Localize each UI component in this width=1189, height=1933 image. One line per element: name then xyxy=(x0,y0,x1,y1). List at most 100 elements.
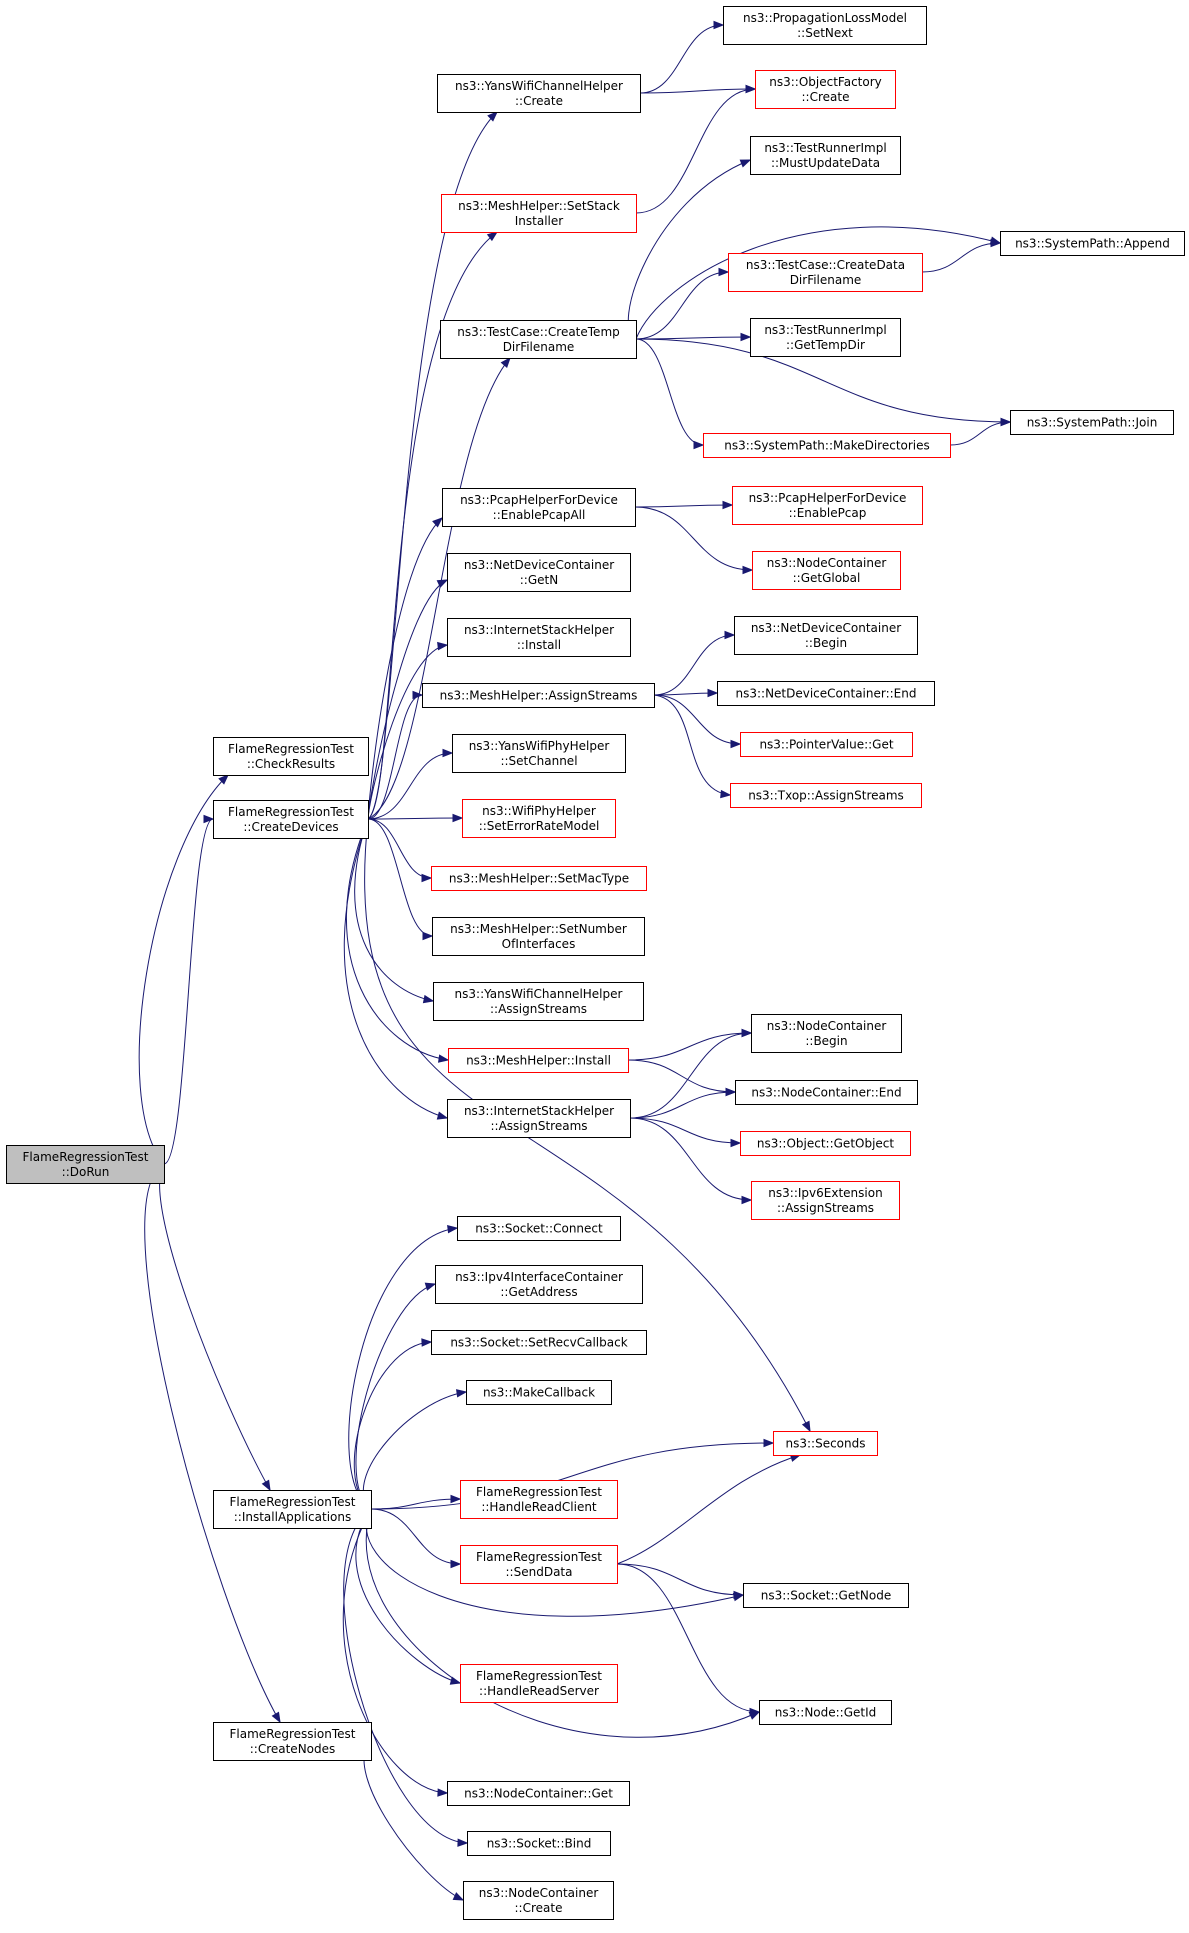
graph-node-ipv6ext[interactable]: ns3::Ipv6Extension::AssignStreams xyxy=(751,1181,900,1220)
graph-node-spjoin[interactable]: ns3::SystemPath::Join xyxy=(1010,410,1174,435)
edge-line xyxy=(627,159,751,340)
node-label: ns3::NetDeviceContainer::End xyxy=(735,687,916,701)
node-label: ns3::TestRunnerImpl xyxy=(764,141,886,155)
graph-node-senddata[interactable]: FlameRegressionTest::SendData xyxy=(460,1545,618,1584)
edge-line xyxy=(343,1508,468,1844)
node-label: FlameRegressionTest xyxy=(228,805,354,819)
graph-node-sockconnect[interactable]: ns3::Socket::Connect xyxy=(457,1216,621,1241)
node-box xyxy=(1000,231,1185,256)
call-edge-installapps-to-senddata xyxy=(370,1508,462,1569)
graph-node-installapps[interactable]: FlameRegressionTest::InstallApplications xyxy=(213,1490,372,1529)
graph-node-socksetrecv[interactable]: ns3::Socket::SetRecvCallback xyxy=(431,1330,647,1355)
node-label: FlameRegressionTest xyxy=(230,1727,356,1741)
node-label: ns3::TestRunnerImpl xyxy=(764,323,886,337)
graph-node-nccreate[interactable]: ns3::NodeContainer::Create xyxy=(463,1881,614,1920)
node-label: ns3::Ipv4InterfaceContainer xyxy=(455,1270,623,1284)
graph-node-yanssetch[interactable]: ns3::YansWifiPhyHelper::SetChannel xyxy=(452,734,626,773)
node-box xyxy=(463,1881,614,1920)
node-label: ns3::NetDeviceContainer xyxy=(751,621,901,635)
graph-node-ipv4getaddr[interactable]: ns3::Ipv4InterfaceContainer::GetAddress xyxy=(435,1265,643,1304)
node-label: ns3::MeshHelper::SetNumber xyxy=(450,922,627,936)
graph-node-yanschassign[interactable]: ns3::YansWifiChannelHelper::AssignStream… xyxy=(433,982,644,1021)
graph-node-handleclient[interactable]: FlameRegressionTest::HandleReadClient xyxy=(460,1480,618,1519)
node-label: ns3::ObjectFactory xyxy=(769,75,882,89)
node-label: ns3::NodeContainer xyxy=(767,556,887,570)
edge-arrowhead xyxy=(447,1224,459,1234)
node-label: ::GetN xyxy=(520,573,558,587)
edge-arrowhead xyxy=(218,774,229,785)
graph-node-pcapenable[interactable]: ns3::PcapHelperForDevice::EnablePcap xyxy=(732,486,923,525)
graph-node-objfcreate[interactable]: ns3::ObjectFactory::Create xyxy=(755,70,896,109)
edge-arrowhead xyxy=(261,1479,271,1492)
graph-node-wifiseterr[interactable]: ns3::WifiPhyHelper::SetErrorRateModel xyxy=(462,799,616,838)
node-label: ::Begin xyxy=(805,636,847,650)
node-label: ns3::TestCase::CreateTemp xyxy=(457,325,620,339)
graph-node-sockgetnode[interactable]: ns3::Socket::GetNode xyxy=(743,1583,909,1608)
call-edge-createdevices-to-yanschassign xyxy=(354,818,435,1004)
node-label: ::SetNext xyxy=(797,26,853,40)
graph-node-ndcgetn[interactable]: ns3::NetDeviceContainer::GetN xyxy=(447,553,631,592)
edge-arrowhead xyxy=(412,690,424,700)
edge-line xyxy=(354,818,434,1002)
graph-node-checkresults[interactable]: FlameRegressionTest::CheckResults xyxy=(213,737,369,776)
call-edge-senddata-to-nodegetid xyxy=(616,1563,761,1717)
graph-node-ndcbegin[interactable]: ns3::NetDeviceContainer::Begin xyxy=(734,616,918,655)
graph-node-ncbegin[interactable]: ns3::NodeContainer::Begin xyxy=(751,1014,902,1053)
graph-node-ncend[interactable]: ns3::NodeContainer::End xyxy=(735,1080,918,1105)
graph-node-ishassign[interactable]: ns3::InternetStackHelper::AssignStreams xyxy=(447,1099,631,1138)
node-box xyxy=(723,6,927,45)
edge-arrowhead xyxy=(741,1028,753,1038)
node-label: ns3::SystemPath::Append xyxy=(1015,237,1170,251)
graph-node-pcapall[interactable]: ns3::PcapHelperForDevice::EnablePcapAll xyxy=(442,488,636,527)
node-box xyxy=(466,1380,612,1405)
graph-node-yanschcreate[interactable]: ns3::YansWifiChannelHelper::Create xyxy=(437,74,641,113)
node-label: Installer xyxy=(515,214,564,228)
graph-node-txopassign[interactable]: ns3::Txop::AssignStreams xyxy=(730,783,922,808)
call-edge-installapps-to-seconds xyxy=(370,1438,775,1510)
node-label: ns3::PropagationLossModel xyxy=(743,11,907,25)
graph-node-meshsetmac[interactable]: ns3::MeshHelper::SetMacType xyxy=(431,866,647,891)
graph-node-nodegetid[interactable]: ns3::Node::GetId xyxy=(759,1700,892,1725)
node-box xyxy=(460,1480,618,1519)
edge-arrowhead xyxy=(422,994,435,1004)
graph-node-makecb[interactable]: ns3::MakeCallback xyxy=(466,1380,612,1405)
graph-node-objgetobj[interactable]: ns3::Object::GetObject xyxy=(740,1131,911,1156)
graph-node-dorun[interactable]: FlameRegressionTest::DoRun xyxy=(6,1145,165,1184)
graph-node-meshassign[interactable]: ns3::MeshHelper::AssignStreams xyxy=(422,683,655,708)
graph-node-ncget[interactable]: ns3::NodeContainer::Get xyxy=(447,1781,630,1806)
graph-node-seconds[interactable]: ns3::Seconds xyxy=(773,1431,878,1456)
edge-line xyxy=(342,1508,448,1794)
graph-node-pvget[interactable]: ns3::PointerValue::Get xyxy=(740,732,913,757)
node-box xyxy=(431,866,647,891)
edge-arrowhead xyxy=(442,748,454,758)
call-edge-createdevices-to-pcapall xyxy=(367,517,444,820)
graph-node-spappend[interactable]: ns3::SystemPath::Append xyxy=(1000,231,1185,256)
node-label: ns3::NodeContainer::End xyxy=(751,1086,901,1100)
edge-arrowhead xyxy=(437,1788,449,1797)
graph-node-spmakedirs[interactable]: ns3::SystemPath::MakeDirectories xyxy=(703,433,951,458)
graph-node-meshinstall[interactable]: ns3::MeshHelper::Install xyxy=(448,1048,629,1073)
edge-line xyxy=(634,506,753,571)
graph-node-ndcend[interactable]: ns3::NetDeviceContainer::End xyxy=(717,681,935,706)
graph-node-sockbind[interactable]: ns3::Socket::Bind xyxy=(467,1831,611,1856)
graph-node-ncglobal[interactable]: ns3::NodeContainer::GetGlobal xyxy=(752,551,901,590)
node-label: ::CreateNodes xyxy=(250,1742,336,1756)
graph-node-ishinstall[interactable]: ns3::InternetStackHelper::Install xyxy=(447,618,631,657)
call-edge-yanschcreate-to-objfcreate xyxy=(639,84,757,94)
graph-node-handleserver[interactable]: FlameRegressionTest::HandleReadServer xyxy=(460,1664,618,1703)
graph-node-trmustupdate[interactable]: ns3::TestRunnerImpl::MustUpdateData xyxy=(750,136,901,175)
node-box xyxy=(452,734,626,773)
edge-line xyxy=(363,1391,467,1510)
graph-node-propsetnext[interactable]: ns3::PropagationLossModel::SetNext xyxy=(723,6,927,45)
edge-arrowhead xyxy=(203,814,215,824)
graph-node-createnodes[interactable]: FlameRegressionTest::CreateNodes xyxy=(213,1722,372,1761)
graph-node-trgettemp[interactable]: ns3::TestRunnerImpl::GetTempDir xyxy=(750,318,901,357)
call-edge-meshsetstack-to-objfcreate xyxy=(635,84,757,214)
graph-node-createdevices[interactable]: FlameRegressionTest::CreateDevices xyxy=(213,800,369,839)
node-label: ::InstallApplications xyxy=(234,1510,352,1524)
node-box xyxy=(743,1583,909,1608)
